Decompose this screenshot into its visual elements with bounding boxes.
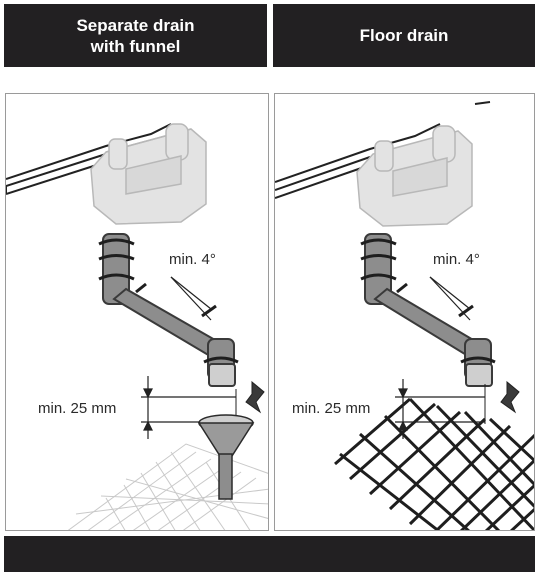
- angle-label: min. 4°: [169, 251, 216, 268]
- pump-housing: [90, 123, 207, 225]
- cabinet-edge: [275, 101, 491, 199]
- hose-clamps: [360, 238, 496, 364]
- floor-grate: [334, 397, 534, 530]
- footer-bar: [4, 536, 535, 572]
- hose-clamps: [98, 238, 239, 364]
- panel-separate-drain: min. 4° min. 25 mm: [5, 93, 269, 531]
- gap-label: min. 25 mm: [38, 400, 117, 417]
- header-separate-drain: Separate drain with funnel: [4, 4, 267, 67]
- drain-hose: [102, 233, 236, 387]
- header-line-1: Separate drain: [76, 15, 195, 35]
- funnel-icon: [197, 414, 255, 500]
- header-floor-drain: Floor drain: [273, 4, 535, 67]
- flow-arrow-icon: [245, 380, 265, 414]
- header-line-2: with funnel: [90, 36, 181, 56]
- panel-floor-drain: min. 4° min. 25 mm: [274, 93, 535, 531]
- flow-arrow-icon: [500, 380, 520, 414]
- cabinet-edge: [6, 123, 172, 195]
- pump-housing: [356, 125, 473, 227]
- angle-indicator: [170, 276, 212, 321]
- angle-label: min. 4°: [433, 251, 480, 268]
- separate-drain-illustration: [6, 123, 268, 530]
- floor-tiles: [67, 443, 268, 530]
- floor-drain-illustration: [275, 101, 534, 530]
- angle-indicator: [429, 276, 471, 321]
- header-floor-drain-label: Floor drain: [359, 26, 449, 45]
- gap-measurement: [395, 379, 486, 439]
- gap-label: min. 25 mm: [292, 400, 371, 417]
